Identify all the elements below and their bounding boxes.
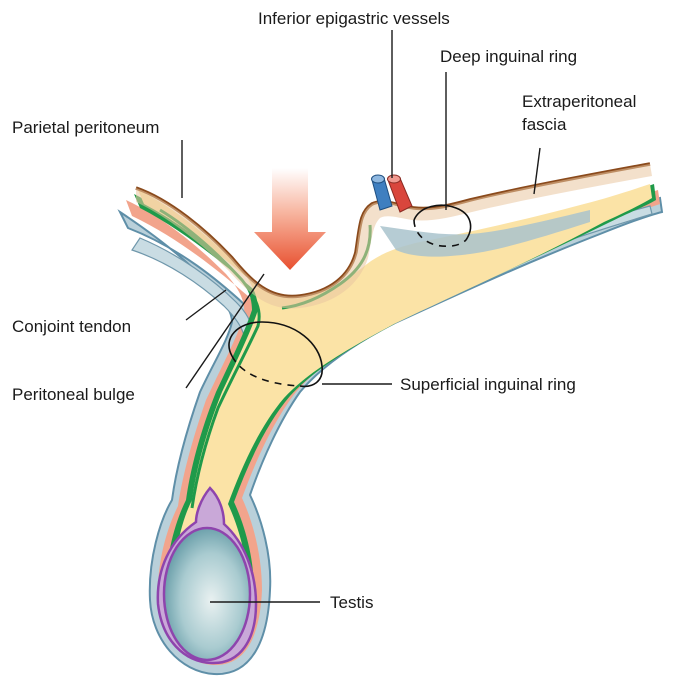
label-superficial-inguinal-ring: Superficial inguinal ring [400,375,576,394]
epigastric-vein-end [372,175,385,183]
epigastric-artery-end [388,175,401,183]
label-peritoneal-bulge: Peritoneal bulge [12,385,135,404]
label-parietal-peritoneum: Parietal peritoneum [12,118,159,137]
direct-hernia-arrow [254,168,326,270]
label-inferior-epigastric-vessels: Inferior epigastric vessels [258,9,450,28]
label-testis: Testis [330,593,373,612]
label-conjoint-tendon: Conjoint tendon [12,317,131,336]
label-deep-inguinal-ring: Deep inguinal ring [440,47,577,66]
label-extraperitoneal-fascia-2: fascia [522,115,567,134]
label-extraperitoneal-fascia-1: Extraperitoneal [522,92,636,111]
testis [164,528,250,660]
leader-conjoint-tendon [186,290,226,320]
